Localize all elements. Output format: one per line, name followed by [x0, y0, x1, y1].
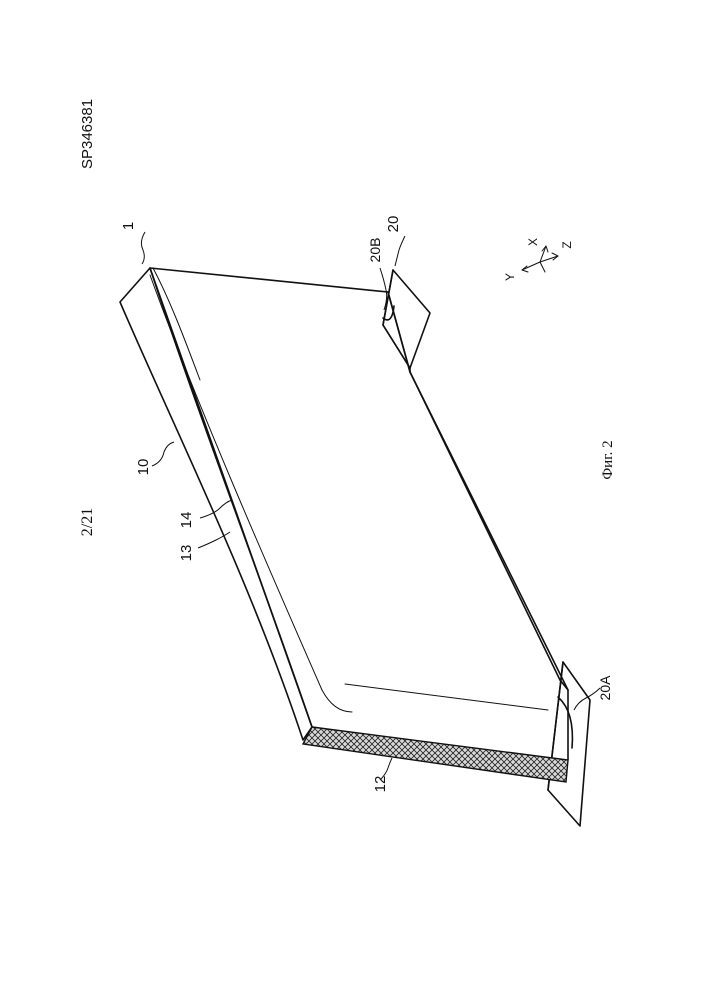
label-20A: 20A — [597, 675, 613, 701]
axis-y-label: Y — [503, 273, 517, 281]
label-12: 12 — [372, 776, 389, 793]
label-13: 13 — [178, 545, 195, 562]
page-number: 2/21 — [79, 508, 96, 536]
label-1: 1 — [120, 222, 137, 230]
document-number: SP346381 — [79, 99, 96, 169]
label-14: 14 — [178, 512, 195, 529]
support-block-20A — [548, 662, 590, 826]
label-20: 20 — [385, 216, 402, 233]
label-10: 10 — [135, 459, 152, 476]
axis-z-label: Z — [560, 241, 574, 248]
axis-x-label: X — [526, 238, 540, 246]
label-20B: 20B — [367, 238, 383, 263]
figure-caption: Фиг. 2 — [600, 440, 616, 479]
axis-indicator: Y X Z — [503, 238, 574, 281]
hatched-end-section-12 — [303, 727, 568, 782]
